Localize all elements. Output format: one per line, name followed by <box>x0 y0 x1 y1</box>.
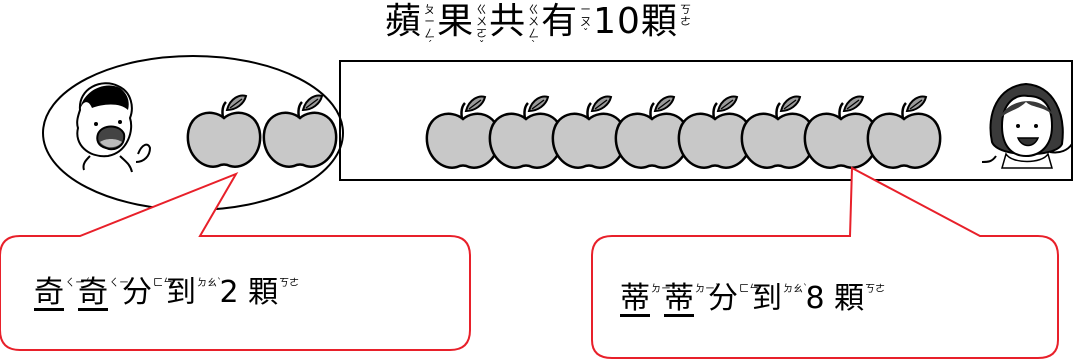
bopomofo: ㄈㄣ <box>739 284 759 295</box>
text-segment: 蘋ㄆㄧㄥˊ <box>385 4 437 52</box>
apple <box>488 95 564 169</box>
text-segment: 奇ㄑㄧˊ <box>34 275 90 310</box>
apple <box>614 95 690 169</box>
apple <box>803 95 879 169</box>
char: 10 <box>593 1 641 42</box>
bopomofo: ㄆㄧㄥˊ <box>424 3 437 52</box>
boy-character <box>76 82 152 173</box>
char: 果 <box>437 1 475 42</box>
bopomofo: ㄈㄣ <box>153 278 173 289</box>
text-segment: 分ㄈㄣ <box>708 281 759 316</box>
text-segment: 顆ㄎㄜ <box>641 4 693 40</box>
text-segment: 到ㄉㄠˋ <box>166 275 222 310</box>
text-segment: 到ㄉㄠˋ <box>752 281 808 316</box>
char: 到 <box>166 275 196 310</box>
text-segment: 奇ㄑㄧˊ <box>78 275 134 310</box>
char: 顆 <box>834 281 865 316</box>
right-speech-bubble <box>591 166 1059 359</box>
char: 奇 <box>78 275 108 310</box>
page-title: 蘋ㄆㄧㄥˊ果ㄍㄨㄛˇ共ㄍㄨㄥˋ有ㄧㄡˇ 10 顆ㄎㄜ <box>0 4 1078 52</box>
apple <box>186 94 262 168</box>
bopomofo: ㄍㄨㄛˇ <box>476 3 489 52</box>
apple <box>677 95 753 169</box>
char: 奇 <box>34 275 64 310</box>
text-segment: 分ㄈㄣ <box>122 275 173 310</box>
char: 共 <box>489 1 527 42</box>
apple <box>262 94 338 168</box>
char: 蒂 <box>664 281 694 316</box>
char: 顆 <box>640 1 678 42</box>
bopomofo: ㄧㄡˇ <box>580 3 593 40</box>
bopomofo: ㄉㄠˋ <box>783 284 808 295</box>
text-segment: 2 <box>210 275 248 310</box>
char: 有 <box>541 1 579 42</box>
left-bubble-text: 奇ㄑㄧˊ奇ㄑㄧˊ分ㄈㄣ到ㄉㄠˋ 2 顆ㄎㄜ <box>34 275 300 310</box>
apple <box>740 95 816 169</box>
char: 蒂 <box>620 281 650 316</box>
bopomofo: ㄑㄧˊ <box>109 278 134 289</box>
bopomofo: ㄉㄧˋ <box>651 284 676 295</box>
left-speech-bubble <box>0 172 471 351</box>
char: 分 <box>122 275 152 310</box>
char: 顆 <box>248 275 279 310</box>
text-segment: 果ㄍㄨㄛˇ <box>437 4 489 52</box>
bopomofo: ㄎㄜ <box>865 284 886 295</box>
text-segment: 蒂ㄉㄧˋ <box>664 281 720 316</box>
char: 8 <box>796 281 835 316</box>
bopomofo: ㄎㄜ <box>279 278 300 289</box>
text-segment: 蒂ㄉㄧˋ <box>620 281 676 316</box>
apple <box>866 95 942 169</box>
girl-character <box>981 82 1073 169</box>
text-segment: 顆ㄎㄜ <box>248 275 300 310</box>
text-segment: 有ㄧㄡˇ <box>541 4 593 40</box>
char: 到 <box>752 281 782 316</box>
char: 2 <box>210 275 249 310</box>
text-segment: 顆ㄎㄜ <box>834 281 886 316</box>
bopomofo: ㄍㄨㄥˋ <box>528 3 541 52</box>
apple <box>551 95 627 169</box>
text-segment: 10 <box>593 4 641 40</box>
right-bubble-text: 蒂ㄉㄧˋ蒂ㄉㄧˋ分ㄈㄣ到ㄉㄠˋ 8 顆ㄎㄜ <box>620 281 886 316</box>
right-group-box <box>339 60 1073 181</box>
text-segment: 共ㄍㄨㄥˋ <box>489 4 541 52</box>
apple <box>425 95 501 169</box>
bopomofo: ㄎㄜ <box>679 3 692 28</box>
bopomofo: ㄉㄧˋ <box>695 284 720 295</box>
bopomofo: ㄉㄠˋ <box>197 278 222 289</box>
bopomofo: ㄑㄧˊ <box>65 278 90 289</box>
text-segment: 8 <box>796 281 834 316</box>
char: 分 <box>708 281 738 316</box>
char: 蘋 <box>385 1 423 42</box>
